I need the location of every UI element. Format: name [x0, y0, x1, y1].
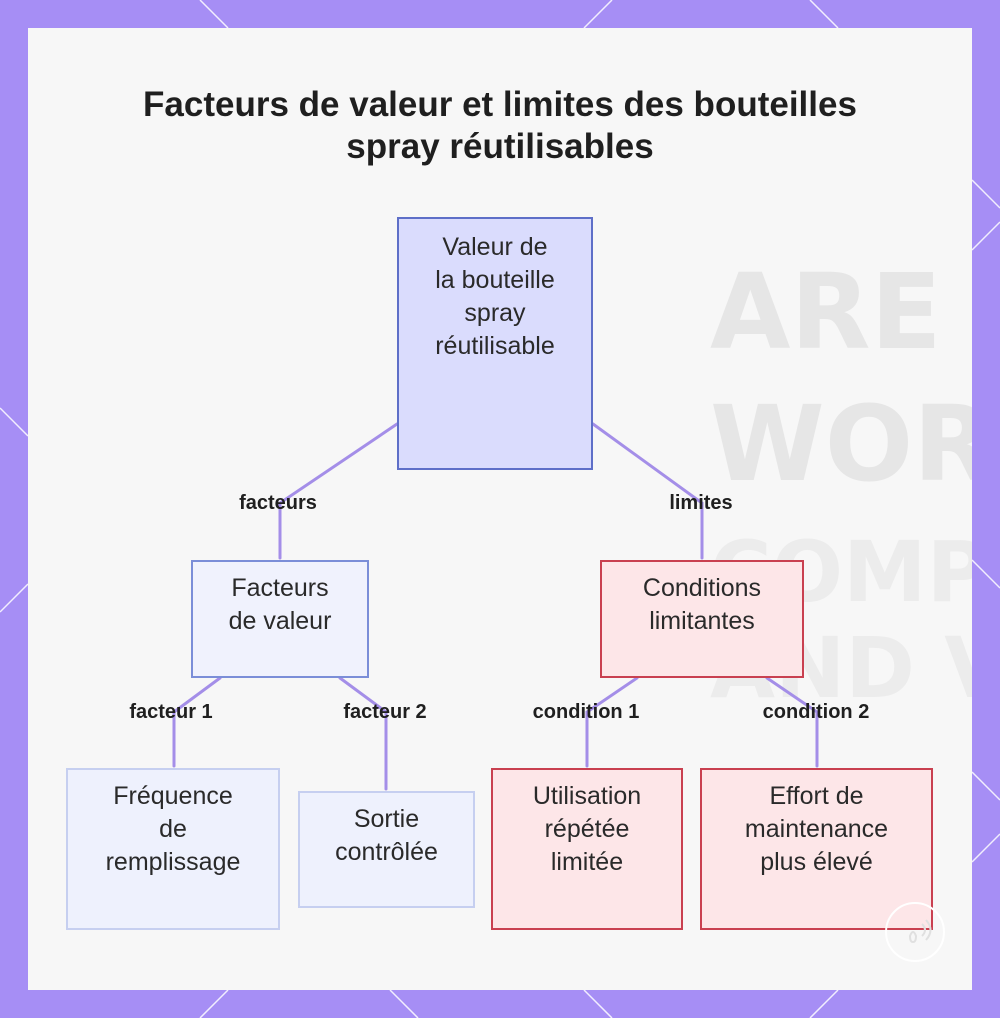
diagram-title: Facteurs de valeur et limites des boutei… — [143, 85, 857, 166]
node-text: spray — [464, 299, 526, 327]
edge-label-condition-1: condition 1 — [532, 701, 640, 723]
node-text: de — [159, 815, 187, 843]
node-limiting-conditions: Conditions limitantes — [600, 560, 804, 678]
node-value-factors: Facteurs de valeur — [191, 560, 369, 678]
node-controlled-output: Sortie contrôlée — [298, 791, 475, 908]
node-text: Valeur de — [442, 233, 548, 261]
edge-condition-2 — [765, 676, 819, 768]
node-text: Fréquence — [113, 782, 233, 810]
edge-root-factors — [278, 422, 399, 560]
edge-root-limits — [591, 422, 704, 560]
node-text: remplissage — [105, 848, 241, 876]
node-text: Conditions — [642, 574, 762, 602]
node-refill-frequency: Fréquence de remplissage — [66, 768, 280, 930]
edge-factor-1 — [172, 676, 222, 768]
node-root-value: Valeur de la bouteille spray réutilisabl… — [397, 217, 593, 470]
node-text: Effort de — [769, 782, 864, 810]
node-text: contrôlée — [335, 838, 438, 866]
edge-label-factor-2: facteur 2 — [343, 701, 427, 723]
node-text: Utilisation — [532, 782, 642, 810]
node-text: plus élevé — [760, 848, 873, 876]
node-text: de valeur — [228, 607, 332, 635]
node-text: Facteurs — [231, 574, 329, 602]
node-limited-reuse: Utilisation répétée limitée — [491, 768, 683, 930]
edge-label-factor-1: facteur 1 — [129, 701, 213, 723]
node-text: Sortie — [353, 805, 420, 833]
node-text: répétée — [544, 815, 630, 843]
node-text: réutilisable — [435, 332, 555, 360]
node-text: la bouteille — [435, 266, 555, 294]
node-text: maintenance — [744, 815, 889, 843]
brand-logo-icon — [885, 902, 945, 962]
edge-label-limits: limites — [669, 492, 733, 514]
node-maintenance-effort: Effort de maintenance plus élevé — [700, 768, 933, 930]
edge-condition-1 — [585, 676, 639, 768]
node-text: limitée — [550, 848, 624, 876]
node-text: limitantes — [649, 607, 755, 635]
edge-label-condition-2: condition 2 — [762, 701, 870, 723]
edge-label-factors: facteurs — [239, 492, 317, 514]
edge-factor-2 — [338, 676, 388, 791]
